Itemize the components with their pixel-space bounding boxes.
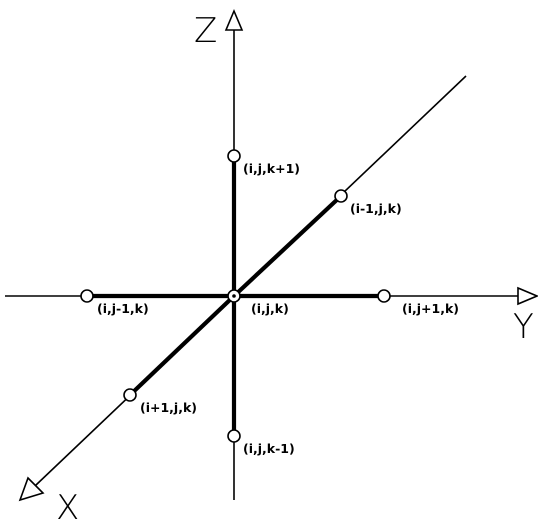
label-y-plus: (i,j+1,k) xyxy=(402,301,459,316)
label-z-plus: (i,j,k+1) xyxy=(243,161,300,176)
y-arrow-head xyxy=(517,286,538,306)
node-y-plus xyxy=(377,289,391,303)
z-axis-label: Z xyxy=(194,11,217,51)
label-center: (i,j,k) xyxy=(251,301,289,316)
node-z-minus xyxy=(227,429,241,443)
label-y-minus: (i,j-1,k) xyxy=(97,301,149,316)
x-arrow-head xyxy=(18,476,45,502)
label-z-minus: (i,j,k-1) xyxy=(243,441,295,456)
node-y-minus xyxy=(80,289,94,303)
node-center-dot xyxy=(232,294,236,298)
bond-x-minus xyxy=(232,194,343,298)
y-axis-label: Y xyxy=(513,307,534,347)
label-x-minus: (i-1,j,k) xyxy=(350,201,402,216)
node-z-plus xyxy=(227,149,241,163)
node-x-minus xyxy=(334,189,348,203)
z-arrow-head xyxy=(224,8,244,31)
node-x-plus xyxy=(123,388,137,402)
x-axis-label: X xyxy=(56,488,79,522)
bond-x-plus xyxy=(128,294,236,397)
label-x-plus: (i+1,j,k) xyxy=(140,400,197,415)
